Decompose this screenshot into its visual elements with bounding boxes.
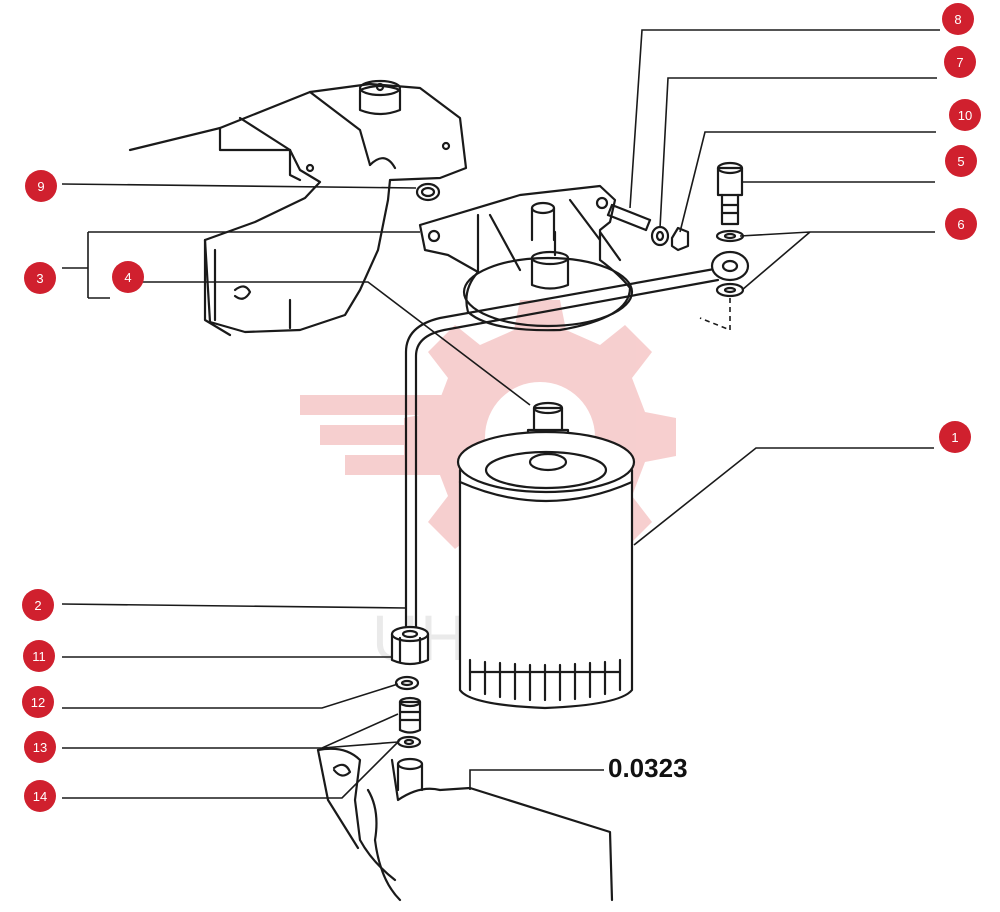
callout-2[interactable]: 2 xyxy=(22,589,54,621)
svg-text:6: 6 xyxy=(957,217,964,232)
o-ring xyxy=(415,182,441,202)
callouts: 1 2 3 4 5 6 7 8 9 10 11 12 13 14 xyxy=(22,3,981,812)
leader-7 xyxy=(659,77,937,229)
svg-text:3: 3 xyxy=(36,271,43,286)
svg-text:1: 1 xyxy=(951,430,958,445)
svg-text:8: 8 xyxy=(954,12,961,27)
leader-3 xyxy=(62,231,420,299)
lower-block xyxy=(316,747,614,902)
svg-text:2: 2 xyxy=(34,598,41,613)
oil-pipe xyxy=(404,250,750,630)
svg-text:12: 12 xyxy=(31,695,45,710)
bolt-and-washers xyxy=(699,161,745,332)
svg-text:10: 10 xyxy=(958,108,972,123)
callout-12[interactable]: 12 xyxy=(22,686,54,718)
leader-4 xyxy=(142,281,531,406)
callout-10[interactable]: 10 xyxy=(949,99,981,131)
callout-8[interactable]: 8 xyxy=(942,3,974,35)
leader-1 xyxy=(633,447,934,546)
oil-filter xyxy=(456,430,636,710)
leader-10 xyxy=(679,131,936,233)
leader-9 xyxy=(61,183,417,189)
svg-text:11: 11 xyxy=(32,649,46,664)
callout-3[interactable]: 3 xyxy=(24,262,56,294)
callout-7[interactable]: 7 xyxy=(944,46,976,78)
callout-13[interactable]: 13 xyxy=(24,731,56,763)
leader-6 xyxy=(739,231,935,291)
leader-13 xyxy=(62,713,399,749)
leader-lines xyxy=(61,29,940,799)
pipe-fittings xyxy=(390,625,430,749)
callout-9[interactable]: 9 xyxy=(25,170,57,202)
svg-text:14: 14 xyxy=(33,789,47,804)
callout-4[interactable]: 4 xyxy=(112,261,144,293)
leader-14 xyxy=(62,739,401,799)
leader-2 xyxy=(61,603,407,609)
svg-text:4: 4 xyxy=(124,270,131,285)
svg-text:7: 7 xyxy=(956,55,963,70)
engine-housing xyxy=(128,79,468,337)
drawing-reference: 0.0323 xyxy=(469,753,688,790)
callout-1[interactable]: 1 xyxy=(939,421,971,453)
svg-text:13: 13 xyxy=(33,740,47,755)
stud-washer-nut xyxy=(606,203,690,252)
filter-mount-bracket xyxy=(418,184,634,332)
callout-14[interactable]: 14 xyxy=(24,780,56,812)
svg-text:5: 5 xyxy=(957,154,964,169)
leader-12 xyxy=(62,683,399,709)
leader-8 xyxy=(629,29,940,209)
callout-5[interactable]: 5 xyxy=(945,145,977,177)
svg-text:9: 9 xyxy=(37,179,44,194)
callout-11[interactable]: 11 xyxy=(23,640,55,672)
callout-6[interactable]: 6 xyxy=(945,208,977,240)
reference-code: 0.0323 xyxy=(608,753,688,783)
